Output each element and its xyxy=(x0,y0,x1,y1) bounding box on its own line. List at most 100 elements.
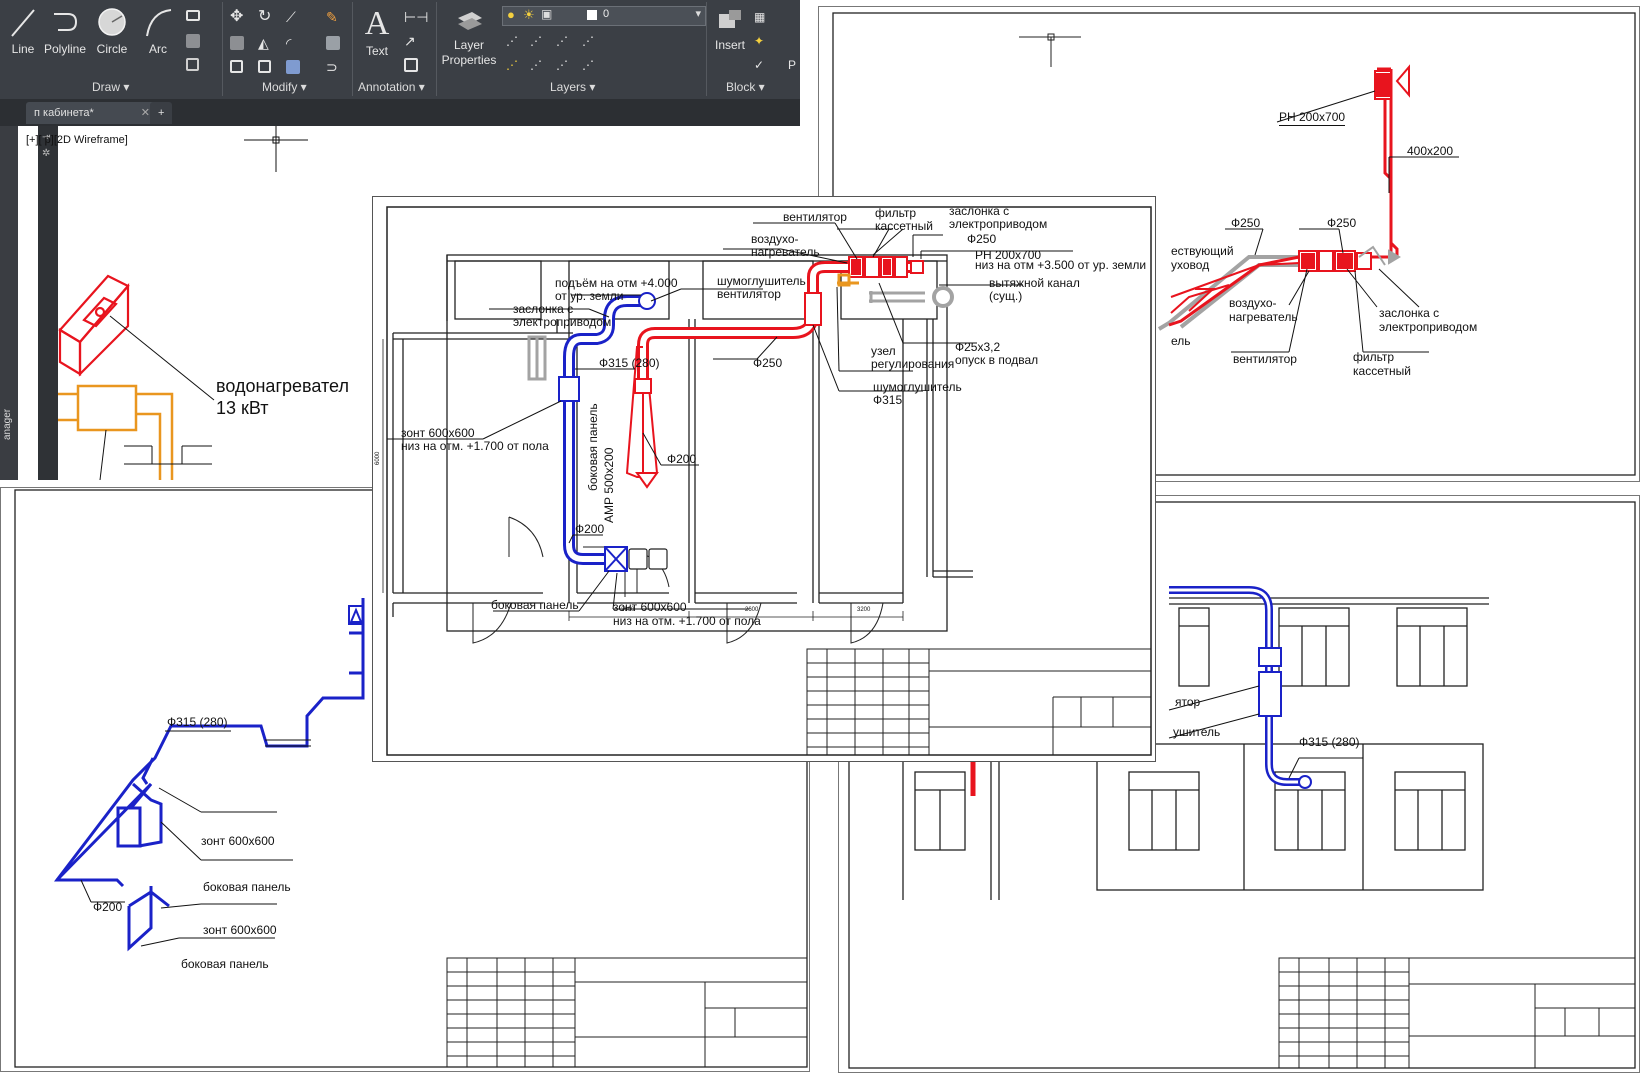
label-hood-2: низ на отм. +1.700 от пола xyxy=(401,439,549,453)
polyline-icon xyxy=(54,13,78,31)
label-rn-2: низ на отм +3.500 от ур. земли xyxy=(975,258,1147,272)
layer-dropdown[interactable]: ● ☀ ▣ 0 ▾ xyxy=(502,6,706,26)
label-silencer-fan-2: вентилятор xyxy=(717,287,781,301)
panel-title-block[interactable]: Block ▾ xyxy=(726,80,765,94)
label-damper-e-1: заслонка с xyxy=(1379,306,1440,320)
copy-icon[interactable] xyxy=(230,36,244,50)
panel-title-modify[interactable]: Modify ▾ xyxy=(262,80,307,94)
label-side-panel: боковая панель xyxy=(491,598,579,612)
sheet-center-plan: вентилятор фильтр кассетный заслонка с э… xyxy=(372,196,1156,762)
label-dia200: Ф200 xyxy=(93,900,123,914)
scale-icon[interactable] xyxy=(258,60,271,73)
block-create-icon[interactable]: ▦ xyxy=(754,10,766,24)
layer-tool-5-icon[interactable]: ⋰ xyxy=(506,58,518,72)
label-heater-1: воздухо- xyxy=(751,232,799,246)
line-icon xyxy=(11,9,35,37)
label-silencer-1: шумоглушитель xyxy=(873,380,962,394)
windows xyxy=(914,607,1468,851)
text-tool[interactable]: A Text xyxy=(360,5,394,59)
label-hood-2: зонт 600х600 xyxy=(203,923,277,937)
panel-title-draw[interactable]: Draw ▾ xyxy=(92,80,130,94)
label-heater-2: нагреватель xyxy=(751,245,820,259)
panel-title-annotation[interactable]: Annotation ▾ xyxy=(358,80,425,94)
label-dia-1: Ф250 xyxy=(1231,216,1261,230)
close-tab-icon[interactable]: ✕ xyxy=(140,107,150,119)
label-damper-rn: РН 200х700 xyxy=(1279,110,1346,126)
label-rise-1: подъём на отм +4.000 xyxy=(555,276,678,290)
stretch-icon[interactable] xyxy=(230,60,243,73)
panel-separator xyxy=(352,2,353,96)
label-filter-1: фильтр xyxy=(1353,350,1395,364)
layer-tool-3-icon[interactable]: ⋰ xyxy=(556,34,568,48)
line-tool[interactable]: Line xyxy=(6,6,40,56)
label-dim-1: 2600 xyxy=(621,607,635,613)
layer-tool-4-icon[interactable]: ⋰ xyxy=(582,34,594,48)
pin-icon[interactable]: ⇥ xyxy=(42,132,51,143)
layer-tool-2-icon[interactable]: ⋰ xyxy=(530,34,542,48)
layer-tool-8-icon[interactable]: ⋰ xyxy=(582,58,594,72)
label-fan: вентилятор xyxy=(1233,352,1297,366)
erase-icon[interactable]: ✎ xyxy=(326,9,338,25)
viewport-label[interactable]: [+][ p][2D Wireframe] xyxy=(26,134,128,146)
arc-tool[interactable]: Arc xyxy=(140,6,176,56)
label-heater-1: воздухо- xyxy=(1229,296,1277,310)
trim-icon[interactable]: ⟋ xyxy=(286,9,296,25)
label-heater-2: нагреватель xyxy=(1229,310,1298,324)
block-edit-icon[interactable]: ✦ xyxy=(754,34,765,48)
insert-tool[interactable]: Insert xyxy=(710,6,750,52)
file-tab-bar: п кабинета* ✕ + xyxy=(0,99,800,126)
label-exhaust-channel-2: (сущ.) xyxy=(989,289,1023,303)
supply-duct xyxy=(625,261,913,478)
dimensions xyxy=(382,339,904,621)
region-icon[interactable] xyxy=(186,58,199,71)
side-palette-label: anager xyxy=(2,408,13,440)
polyline-tool[interactable]: Polyline xyxy=(42,6,88,56)
exhaust-isometric xyxy=(53,598,365,952)
label-existing-1: ествующий xyxy=(1171,244,1234,258)
move-icon[interactable]: ✥ xyxy=(230,8,244,25)
label-dim-3: 3200 xyxy=(857,607,871,613)
label-node-2: регулирования xyxy=(871,357,955,371)
rotate-icon[interactable]: ↻ xyxy=(258,8,272,25)
ribbon-overflow[interactable]: P xyxy=(787,58,796,72)
fillet-icon[interactable]: ◜ xyxy=(286,35,292,51)
new-tab-button[interactable]: + xyxy=(150,102,173,124)
label-filter-2: кассетный xyxy=(1353,364,1411,378)
layer-tool-6-icon[interactable]: ⋰ xyxy=(530,58,542,72)
offset-icon[interactable]: ⊃ xyxy=(326,59,338,75)
label-dia315: Ф315 (280) xyxy=(599,356,660,370)
leader-icon[interactable]: ↗ xyxy=(404,33,416,49)
label-dia25: Ф25х3,2 xyxy=(955,340,1001,354)
label-hood-b-1: зонт 600х600 xyxy=(613,600,687,614)
block-attr-icon[interactable]: ✓ xyxy=(754,58,765,72)
layer-tool-7-icon[interactable]: ⋰ xyxy=(556,58,568,72)
label-existing-2: уховод xyxy=(1171,258,1210,272)
tool-palette[interactable]: ✕ ⇥ ✲ xyxy=(38,108,58,480)
label-dim-2: 2600 xyxy=(745,607,759,613)
circle-tool[interactable]: Circle xyxy=(92,6,132,56)
file-tab[interactable]: п кабинета* ✕ xyxy=(26,102,156,124)
layer-properties-tool[interactable]: Layer Properties xyxy=(440,6,498,68)
sheet-top-right-drawing xyxy=(832,12,1636,476)
hatch-icon[interactable] xyxy=(186,34,200,48)
array-icon[interactable] xyxy=(286,60,300,74)
exhaust-duct xyxy=(563,295,643,565)
label-dia315: Ф315 (280) xyxy=(1299,735,1360,749)
dimension-icon[interactable]: ⊢⊣ xyxy=(404,9,429,25)
title-block xyxy=(1278,957,1636,1069)
table-icon[interactable] xyxy=(404,58,418,72)
settings-icon[interactable]: ✲ xyxy=(42,148,51,159)
text-icon: A xyxy=(364,5,390,42)
title-block xyxy=(446,957,808,1068)
label-dim-left: 6000 xyxy=(375,451,381,465)
rectangle-icon[interactable] xyxy=(186,10,200,21)
label-damper-left-2: электроприводом xyxy=(513,315,612,329)
explode-icon[interactable] xyxy=(326,36,340,50)
label-damper-e-1: заслонка с xyxy=(949,204,1010,218)
left-strip xyxy=(0,126,18,480)
label-yator: ятор xyxy=(1175,695,1201,709)
panel-title-layers[interactable]: Layers ▾ xyxy=(550,80,596,94)
layer-tool-1-icon[interactable]: ⋰ xyxy=(506,34,518,48)
label-hood-b-2: низ на отм. +1.700 от пола xyxy=(613,614,761,628)
mirror-icon[interactable]: ◭ xyxy=(258,35,269,51)
